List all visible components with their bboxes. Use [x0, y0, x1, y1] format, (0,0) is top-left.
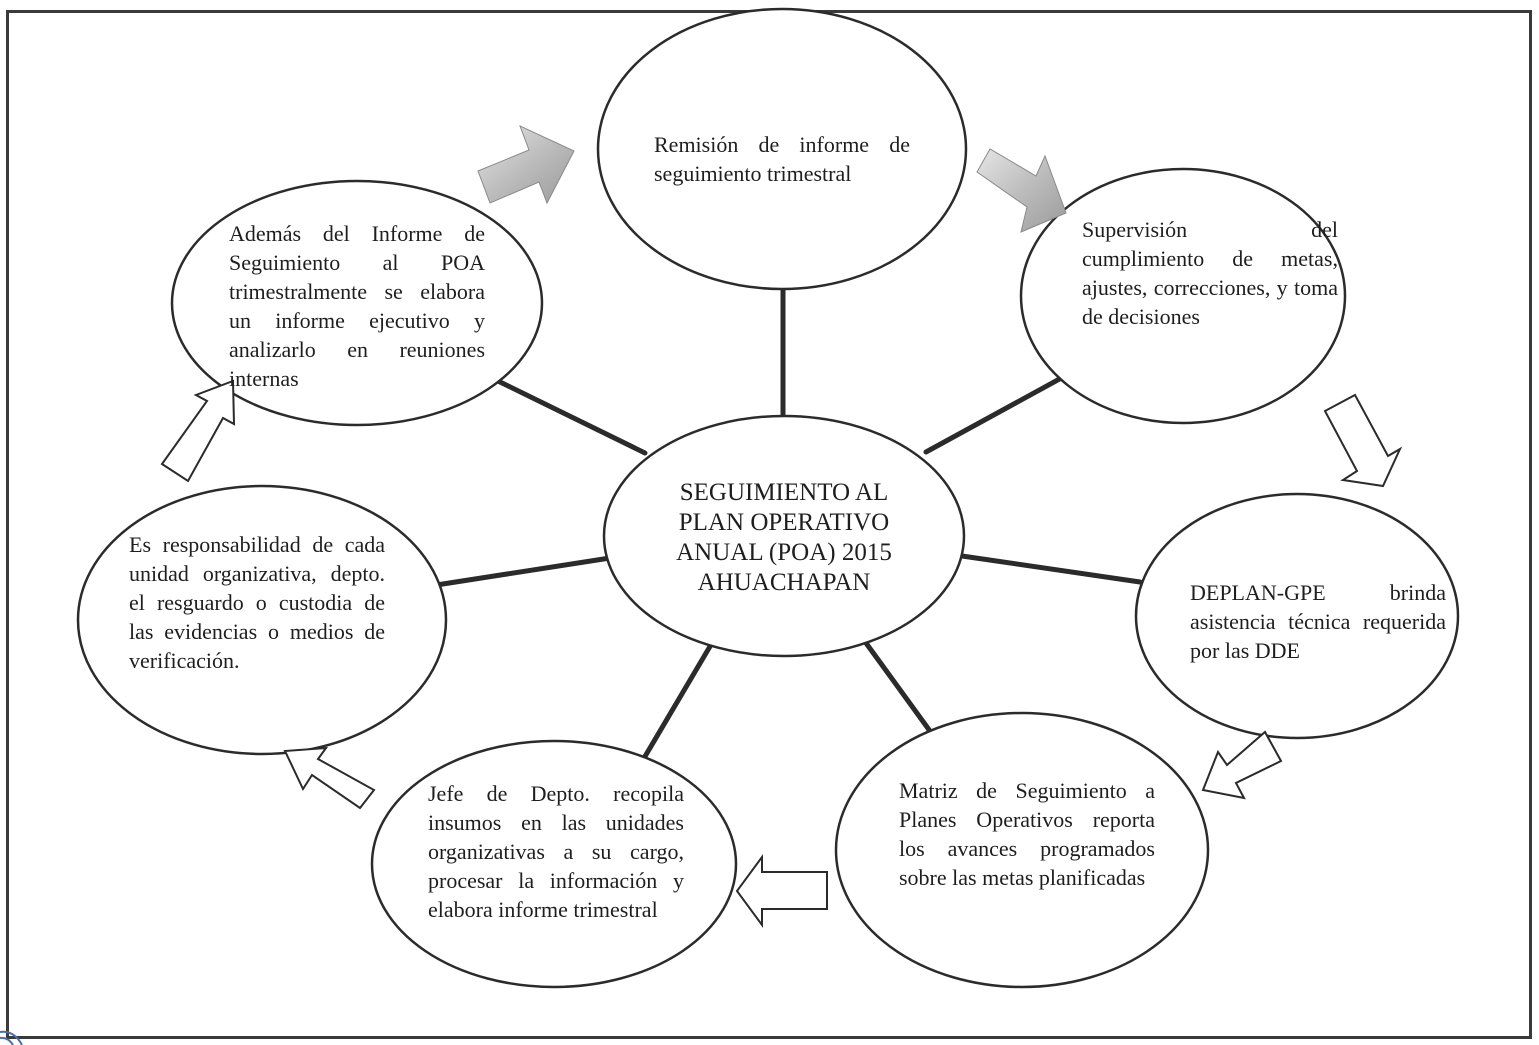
node-matriz-text: Matriz de Seguimiento a Planes Operativo… [899, 778, 1155, 890]
node-jefe-text: Jefe de Depto. recopila insumos en las u… [428, 781, 684, 922]
spoke-line [923, 373, 1068, 455]
node-supervision-text: Supervisión del cumplimiento de metas, a… [1082, 217, 1338, 329]
arrow-outline-up-left [283, 746, 376, 810]
node-remision-text: Remisión de informe de seguimiento trime… [654, 132, 910, 186]
node-jefe-ellipse [370, 739, 738, 989]
spoke-line [427, 555, 613, 589]
arrow-outline-left [735, 853, 828, 929]
arrow-shaded-down-right [976, 148, 1067, 233]
node-responsabilidad-text: Es responsabilidad de cada unidad organi… [129, 532, 385, 673]
arrow-outline-up [160, 379, 236, 483]
center-title-line: SEGUIMIENTO AL [679, 479, 889, 506]
center-title-line: ANUAL (POA) 2015 [676, 539, 892, 566]
center-title-line: PLAN OPERATIVO [678, 509, 890, 536]
node-ademas-ellipse [170, 179, 544, 427]
node-ademas-text: Además del Informe de Seguimiento al POA… [229, 221, 485, 391]
node-remision-ellipse [596, 7, 968, 291]
center-title-line: AHUACHAPAN [697, 569, 871, 596]
spoke-line [495, 378, 648, 456]
spoke-line [959, 553, 1143, 585]
seal-fragment [0, 1030, 23, 1045]
arrow-outline-down-left [1201, 730, 1283, 800]
node-matriz-ellipse [834, 711, 1210, 989]
node-deplan-ellipse [1134, 492, 1460, 740]
center-title: SEGUIMIENTO AL PLAN OPERATIVO ANUAL (POA… [644, 478, 924, 598]
spoke-line [634, 640, 715, 773]
node-deplan-text: DEPLAN-GPE brinda asistencia técnica req… [1190, 580, 1446, 663]
arrow-outline-down [1323, 393, 1403, 488]
node-responsabilidad-ellipse [76, 484, 448, 756]
arrow-shaded-up-right [477, 125, 575, 205]
center-ellipse [602, 414, 966, 658]
node-supervision-ellipse [1019, 167, 1347, 425]
